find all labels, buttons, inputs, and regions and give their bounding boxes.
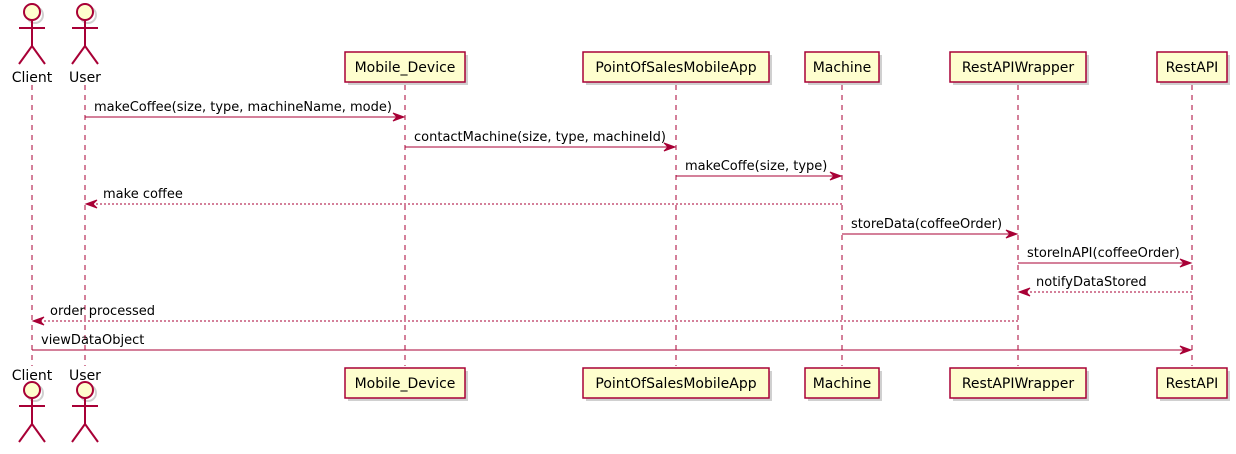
arrowhead-icon bbox=[829, 171, 843, 181]
participant-box-rest_api-top: RestAPI bbox=[1156, 51, 1230, 85]
participant-label: Client bbox=[12, 368, 53, 384]
participant-box-mobile_device-bottom: Mobile_Device bbox=[344, 367, 468, 401]
participant-label: User bbox=[69, 368, 101, 384]
actor-head-icon bbox=[23, 381, 41, 399]
message-2: contactMachine(size, type, machineId) bbox=[405, 130, 677, 152]
participant-label: RestAPIWrapper bbox=[962, 60, 1075, 76]
arrowhead-icon bbox=[84, 199, 98, 209]
participant-box-machine-bottom: Machine bbox=[804, 367, 882, 401]
participant-label: RestAPI bbox=[1166, 376, 1219, 392]
message-label: make coffee bbox=[103, 187, 183, 202]
message-9: viewDataObject bbox=[32, 333, 1193, 355]
participant-label: RestAPIWrapper bbox=[962, 376, 1075, 392]
message-6: storeInAPI(coffeeOrder) bbox=[1018, 246, 1193, 268]
message-label: contactMachine(size, type, machineId) bbox=[414, 130, 666, 145]
participant-label: PointOfSalesMobileApp bbox=[595, 60, 756, 76]
participant-label: Mobile_Device bbox=[355, 376, 456, 392]
participant-box-machine-top: Machine bbox=[804, 51, 882, 85]
participant-label: Machine bbox=[813, 376, 872, 392]
message-label: storeInAPI(coffeeOrder) bbox=[1027, 246, 1180, 261]
arrowhead-icon bbox=[31, 316, 45, 326]
message-label: makeCoffee(size, type, machineName, mode… bbox=[94, 100, 392, 115]
message-label: order processed bbox=[50, 304, 155, 319]
message-5: storeData(coffeeOrder) bbox=[842, 217, 1019, 239]
actor-head-icon bbox=[76, 3, 94, 21]
participant-label: Client bbox=[12, 70, 53, 86]
actor-user-bottom: User bbox=[69, 368, 101, 443]
message-label: makeCoffe(size, type) bbox=[685, 159, 827, 174]
participant-box-mobile_device-top: Mobile_Device bbox=[344, 51, 468, 85]
actor-user-top: User bbox=[69, 3, 101, 86]
participant-box-rest_wrapper-bottom: RestAPIWrapper bbox=[949, 367, 1089, 401]
participant-label: PointOfSalesMobileApp bbox=[595, 376, 756, 392]
arrowhead-icon bbox=[1179, 258, 1193, 268]
actor-client-top: Client bbox=[12, 3, 53, 86]
message-8: order processed bbox=[31, 304, 1018, 326]
message-1: makeCoffee(size, type, machineName, mode… bbox=[85, 100, 406, 122]
participant-label: Mobile_Device bbox=[355, 60, 456, 76]
participant-box-rest_api-bottom: RestAPI bbox=[1156, 367, 1230, 401]
message-3: makeCoffe(size, type) bbox=[676, 159, 843, 181]
arrowhead-icon bbox=[1179, 345, 1193, 355]
message-label: viewDataObject bbox=[41, 333, 144, 348]
participant-box-pos_app-bottom: PointOfSalesMobileApp bbox=[582, 367, 772, 401]
participant-label: Machine bbox=[813, 60, 872, 76]
actor-client-bottom: Client bbox=[12, 368, 53, 443]
actor-head-icon bbox=[23, 3, 41, 21]
participant-label: User bbox=[69, 70, 101, 86]
messages: makeCoffee(size, type, machineName, mode… bbox=[31, 100, 1193, 355]
message-label: notifyDataStored bbox=[1036, 275, 1147, 290]
arrowhead-icon bbox=[1017, 287, 1031, 297]
arrowhead-icon bbox=[392, 112, 406, 122]
actor-head-icon bbox=[76, 381, 94, 399]
message-7: notifyDataStored bbox=[1017, 275, 1192, 297]
participant-box-pos_app-top: PointOfSalesMobileApp bbox=[582, 51, 772, 85]
lifelines bbox=[31, 85, 1193, 366]
message-4: make coffee bbox=[84, 187, 842, 209]
participant-label: RestAPI bbox=[1166, 60, 1219, 76]
message-label: storeData(coffeeOrder) bbox=[851, 217, 1002, 232]
participant-heads: ClientClientUserUserMobile_DeviceMobile_… bbox=[12, 3, 1230, 443]
arrowhead-icon bbox=[1005, 229, 1019, 239]
arrowhead-icon bbox=[663, 142, 677, 152]
participant-box-rest_wrapper-top: RestAPIWrapper bbox=[949, 51, 1089, 85]
